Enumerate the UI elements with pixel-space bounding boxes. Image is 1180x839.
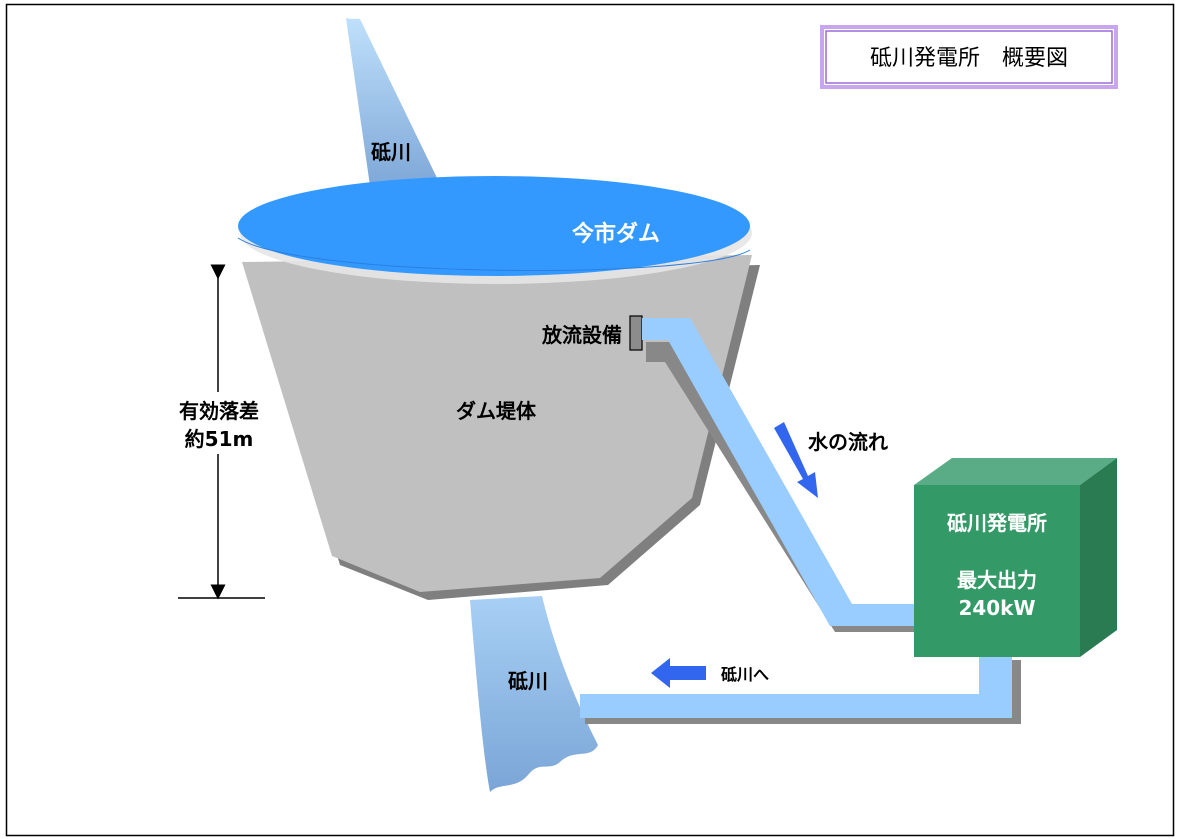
title-box: 砥川発電所 概要図	[820, 25, 1118, 89]
downstream-river-label: 砥川	[508, 669, 548, 693]
power-plant-side	[1080, 458, 1117, 657]
head-label-bg	[160, 392, 278, 454]
outer-frame	[5, 3, 1175, 837]
power-plant-top	[914, 458, 1117, 485]
upstream-river-label: 砥川	[371, 140, 411, 164]
power-plant-building	[914, 458, 1117, 657]
downstream-river	[470, 596, 598, 792]
dam-body	[242, 255, 752, 592]
power-plant-name: 砥川発電所	[947, 511, 1047, 535]
discharge-facility-label: 放流設備	[541, 323, 622, 347]
return-arrow	[651, 658, 706, 688]
tailrace-pipe	[580, 650, 1012, 718]
discharge-facility-box	[629, 315, 643, 351]
reservoir-edge	[237, 237, 751, 272]
penstock-pipe	[642, 318, 914, 626]
head-label-line1: 有効落差	[179, 399, 259, 423]
to-river-label: 砥川へ	[721, 665, 769, 684]
max-output-label: 最大出力	[957, 568, 1037, 592]
max-output-value: 240kW	[958, 596, 1035, 620]
dam-reservoir	[238, 176, 750, 276]
diagram-title: 砥川発電所 概要図	[870, 46, 1068, 71]
water-flow-label: 水の流れ	[808, 430, 888, 454]
dam-body-label: ダム堤体	[456, 399, 537, 423]
head-label-line2: 約51m	[185, 427, 254, 451]
dam-reservoir-label: 今市ダム	[572, 221, 660, 247]
flow-arrow	[774, 422, 818, 498]
upstream-river	[346, 18, 438, 186]
power-plant-front	[914, 485, 1080, 657]
